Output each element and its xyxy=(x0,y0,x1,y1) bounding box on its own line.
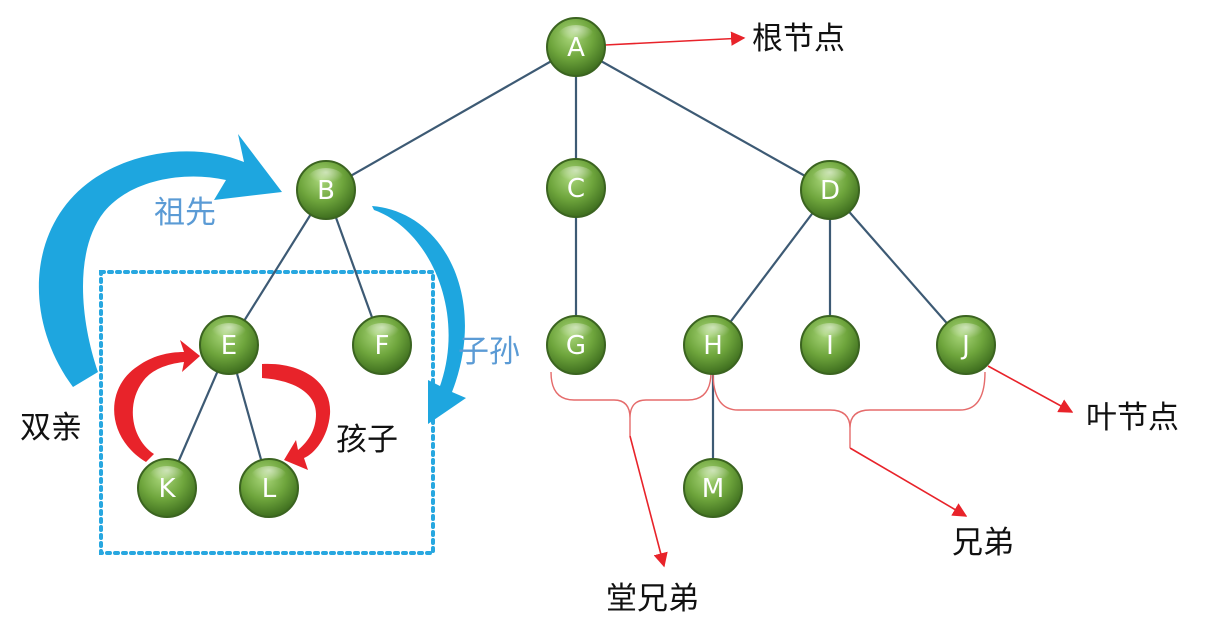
k-to-e-arrow xyxy=(114,340,200,462)
leaf-node-label: 叶节点 xyxy=(1086,400,1179,436)
sibling-bracket xyxy=(712,371,986,448)
node-f: F xyxy=(352,315,412,375)
root-node-label: 根节点 xyxy=(752,21,845,57)
node-l: L xyxy=(239,458,299,518)
tree-edges xyxy=(165,46,967,489)
node-g-label: G xyxy=(566,331,586,361)
e-to-l-arrow xyxy=(262,363,331,470)
node-a-label: A xyxy=(567,33,585,63)
edge-b-e xyxy=(228,189,327,346)
node-l-label: L xyxy=(262,474,277,504)
node-c-label: C xyxy=(567,174,585,204)
siblings-label: 兄弟 xyxy=(952,525,1014,561)
node-d-label: D xyxy=(820,176,840,206)
node-d: D xyxy=(800,160,860,220)
node-e-label: E xyxy=(221,331,237,361)
root-pointer-line xyxy=(604,31,746,46)
edge-a-d xyxy=(575,46,831,191)
descendant-arrow xyxy=(372,206,466,424)
descendant-label: 子孙 xyxy=(458,334,520,370)
node-b: B xyxy=(296,160,356,220)
edge-d-h xyxy=(712,189,831,346)
parent-label: 双亲 xyxy=(20,410,82,446)
node-i: I xyxy=(800,315,860,375)
node-i-label: I xyxy=(826,331,834,361)
node-h: H xyxy=(683,315,743,375)
node-a: A xyxy=(546,17,606,77)
sibling-pointer-line xyxy=(849,447,968,517)
node-m-label: M xyxy=(702,474,724,504)
edge-a-b xyxy=(325,46,577,191)
node-j-label: J xyxy=(960,331,970,361)
node-k: K xyxy=(137,458,197,518)
node-f-label: F xyxy=(375,331,390,361)
ancestor-arrow xyxy=(38,134,283,387)
node-h-label: H xyxy=(703,331,723,361)
leaf-pointer-line xyxy=(987,365,1074,413)
cousins-label: 堂兄弟 xyxy=(606,581,699,617)
child-label: 孩子 xyxy=(336,422,398,458)
node-k-label: K xyxy=(158,474,176,504)
node-j: J xyxy=(936,315,996,375)
edge-d-j xyxy=(829,189,967,346)
ancestor-label: 祖先 xyxy=(154,195,216,231)
node-b-label: B xyxy=(317,176,335,206)
node-g: G xyxy=(546,315,606,375)
node-c: C xyxy=(546,158,606,218)
node-m: M xyxy=(683,458,743,518)
cousin-pointer-line xyxy=(629,435,668,568)
node-e: E xyxy=(199,315,259,375)
cousin-bracket xyxy=(550,371,712,436)
